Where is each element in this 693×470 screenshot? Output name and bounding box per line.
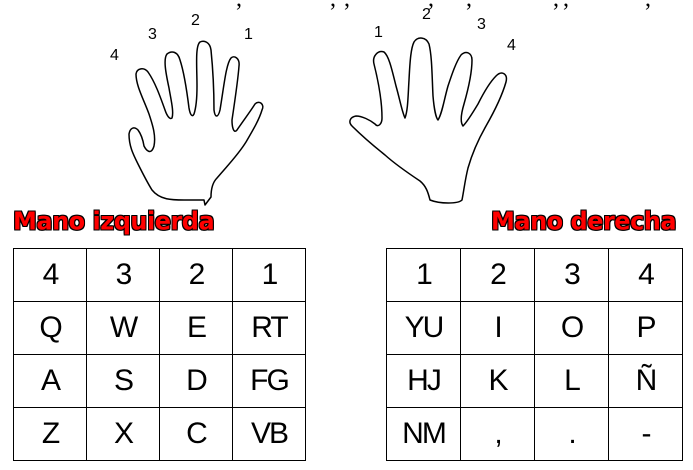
key-cell: P (609, 302, 683, 355)
key-cell: HJ (387, 355, 461, 408)
key-cell: FG (233, 355, 306, 408)
key-cell: . (535, 408, 609, 461)
key-cell: W (87, 302, 160, 355)
key-cell: NM (387, 408, 461, 461)
key-cell: RT (233, 302, 306, 355)
key-cell: Q (14, 302, 87, 355)
left-hand-key-table: 4 3 2 1 Q W E RT A S D FG Z X C VB (13, 248, 306, 461)
key-cell: Z (14, 408, 87, 461)
table-row: A S D FG (14, 355, 306, 408)
table-row: NM , . - (387, 408, 683, 461)
finger-number-cell: 1 (233, 249, 306, 302)
key-cell: D (160, 355, 233, 408)
key-cell: L (535, 355, 609, 408)
key-cell: K (461, 355, 535, 408)
left-hand-icon (129, 41, 263, 205)
right-hand-key-table: 1 2 3 4 YU I O P HJ K L Ñ NM , . - (386, 248, 683, 461)
right-finger-label-1: 1 (374, 25, 383, 41)
key-cell: I (461, 302, 535, 355)
right-finger-label-4: 4 (507, 38, 516, 54)
left-hand-title: Mano izquierda (13, 208, 214, 233)
key-cell: Ñ (609, 355, 683, 408)
left-finger-label-2: 2 (191, 13, 200, 29)
table-row: Z X C VB (14, 408, 306, 461)
table-row: 4 3 2 1 (14, 249, 306, 302)
table-row: Q W E RT (14, 302, 306, 355)
key-cell: VB (233, 408, 306, 461)
right-finger-label-3: 3 (477, 17, 486, 33)
right-hand-icon (350, 38, 506, 203)
key-cell: E (160, 302, 233, 355)
finger-number-cell: 3 (535, 249, 609, 302)
right-finger-label-2: 2 (422, 7, 431, 23)
key-cell: S (87, 355, 160, 408)
key-cell: YU (387, 302, 461, 355)
left-finger-label-3: 3 (148, 27, 157, 43)
finger-number-cell: 4 (609, 249, 683, 302)
key-cell: X (87, 408, 160, 461)
key-cell: O (535, 302, 609, 355)
finger-number-cell: 1 (387, 249, 461, 302)
table-row: HJ K L Ñ (387, 355, 683, 408)
finger-number-cell: 2 (461, 249, 535, 302)
table-row: YU I O P (387, 302, 683, 355)
left-finger-label-1: 1 (244, 27, 253, 43)
finger-number-cell: 2 (160, 249, 233, 302)
right-hand-title: Mano derecha (491, 208, 676, 233)
finger-number-cell: 4 (14, 249, 87, 302)
key-cell: - (609, 408, 683, 461)
key-cell: , (461, 408, 535, 461)
key-cell: C (160, 408, 233, 461)
finger-number-cell: 3 (87, 249, 160, 302)
table-row: 1 2 3 4 (387, 249, 683, 302)
left-finger-label-4: 4 (110, 48, 119, 64)
key-cell: A (14, 355, 87, 408)
